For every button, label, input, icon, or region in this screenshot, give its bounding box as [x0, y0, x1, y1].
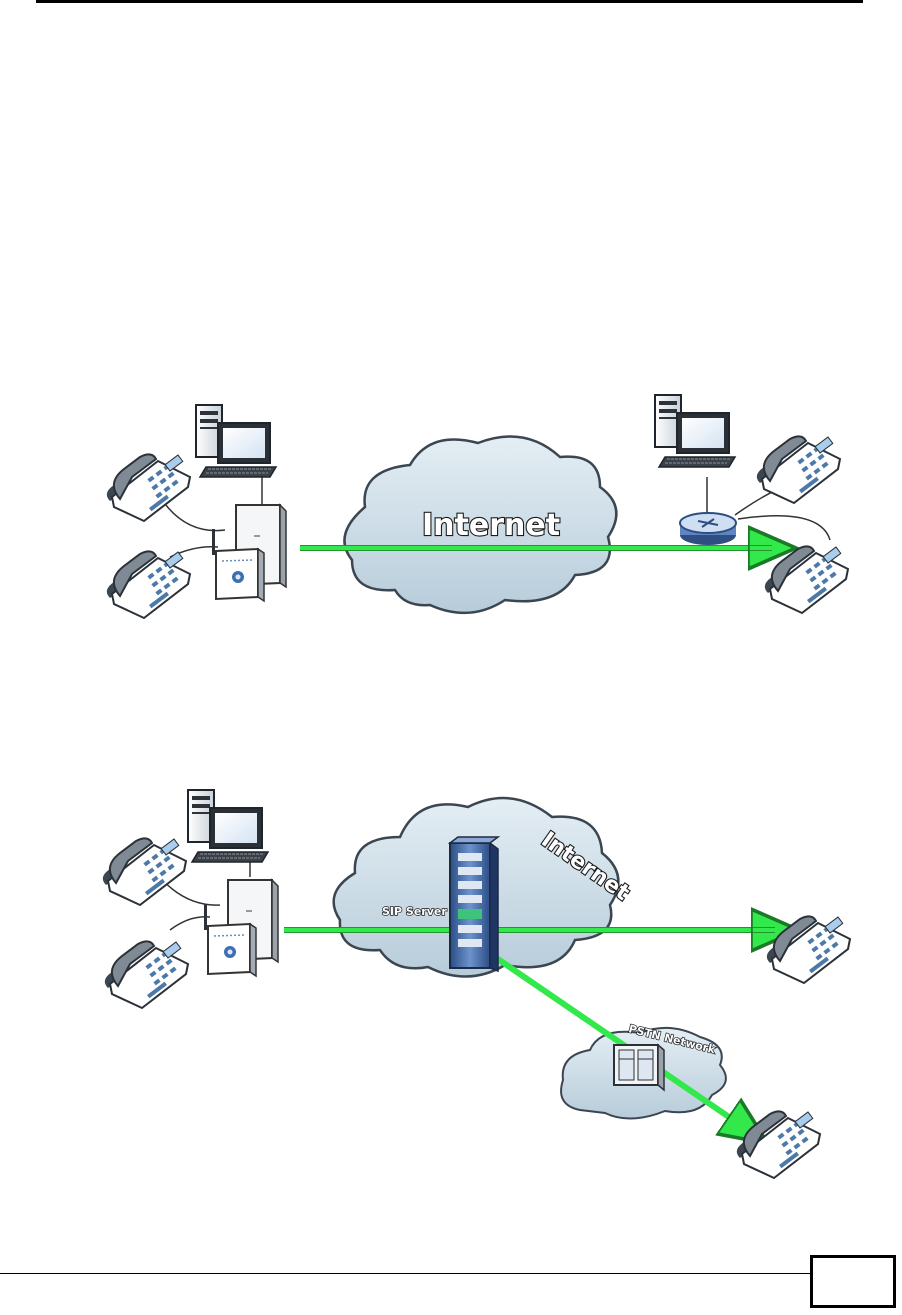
sip-server-label: SIP Server	[382, 905, 447, 918]
header-rule	[36, 0, 863, 3]
phone-adapter-icon	[212, 505, 286, 601]
pstn-switch-icon	[614, 1045, 664, 1090]
phone-icon	[103, 838, 186, 905]
internet-label: Internet	[422, 508, 560, 543]
voip-peer-to-peer-diagram: Internet	[0, 395, 902, 635]
cable	[738, 516, 830, 540]
sip-server-icon	[450, 837, 498, 971]
computer-icon	[196, 405, 276, 477]
phone-adapter-icon	[204, 880, 278, 976]
phone-icon	[765, 546, 848, 613]
computer-icon	[188, 790, 268, 862]
computer-icon	[655, 395, 735, 467]
router-icon	[680, 513, 736, 545]
phone-icon	[107, 454, 190, 521]
voip-sip-server-diagram: Internet PSTN Network SIP Server	[0, 765, 902, 1185]
phone-icon	[107, 551, 190, 618]
footer-rule	[0, 1273, 810, 1274]
phone-icon	[767, 916, 850, 983]
page-number-box	[810, 1255, 896, 1308]
phone-icon	[737, 1111, 820, 1178]
phone-icon	[105, 941, 188, 1008]
